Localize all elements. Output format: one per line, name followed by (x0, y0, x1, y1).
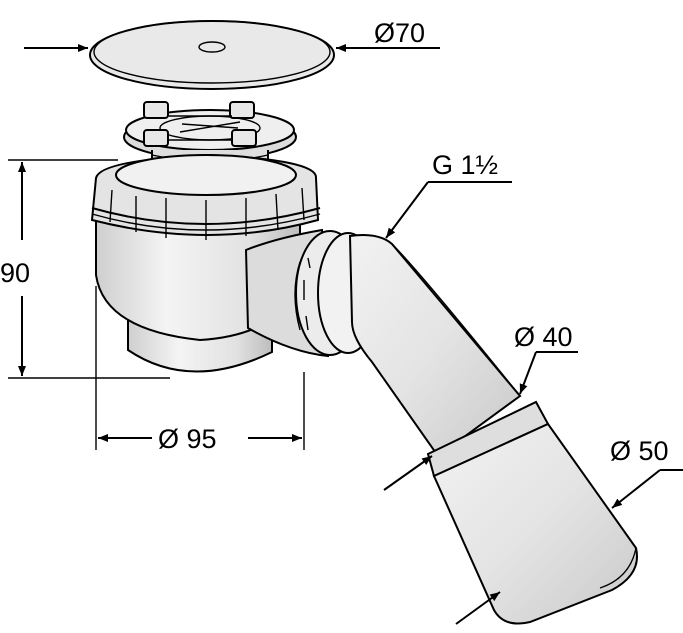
dimension-pipe: Ø 40 (383, 322, 578, 491)
outlet-diameter-label: Ø 50 (610, 436, 669, 466)
thread-label: G 1½ (432, 150, 498, 180)
dimension-body: Ø 95 (95, 286, 305, 454)
dimension-height: 90 (0, 159, 170, 379)
outlet-sleeve (426, 400, 638, 625)
dimension-cover: Ø70 (24, 18, 440, 52)
dimension-outlet: Ø 50 (455, 436, 683, 625)
mounting-flange (123, 101, 297, 160)
body-diameter-label: Ø 95 (158, 424, 217, 454)
cover-center-hole (198, 41, 226, 53)
cover-plate (89, 20, 335, 90)
pipe-diameter-label: Ø 40 (514, 322, 573, 352)
cover-diameter-label: Ø70 (374, 18, 425, 48)
dimension-thread: G 1½ (385, 150, 512, 239)
height-label: 90 (0, 258, 30, 288)
